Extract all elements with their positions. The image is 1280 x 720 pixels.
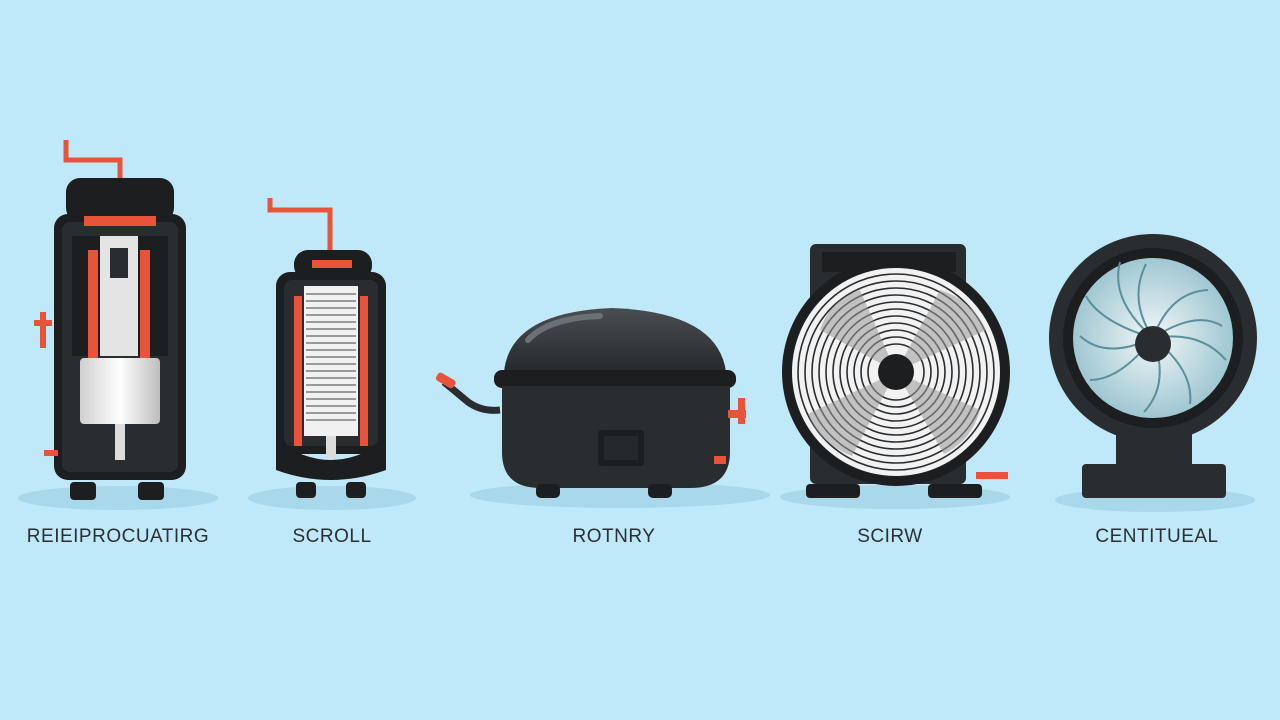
centrifugal-compressor-icon bbox=[1049, 234, 1257, 498]
label-reciprocating: REIEIPROCUATIRG bbox=[26, 526, 210, 547]
reciprocating-compressor-icon bbox=[34, 140, 186, 500]
label-scroll: SCROLL bbox=[292, 526, 372, 547]
rotary-compressor-icon bbox=[435, 308, 746, 498]
label-screw: SCIRW bbox=[857, 526, 923, 547]
screw-compressor-icon bbox=[782, 244, 1010, 498]
label-rotary: ROTNRY bbox=[572, 526, 656, 547]
label-centrifugal: CENTITUEAL bbox=[1095, 526, 1219, 547]
scroll-compressor-icon bbox=[267, 198, 386, 498]
